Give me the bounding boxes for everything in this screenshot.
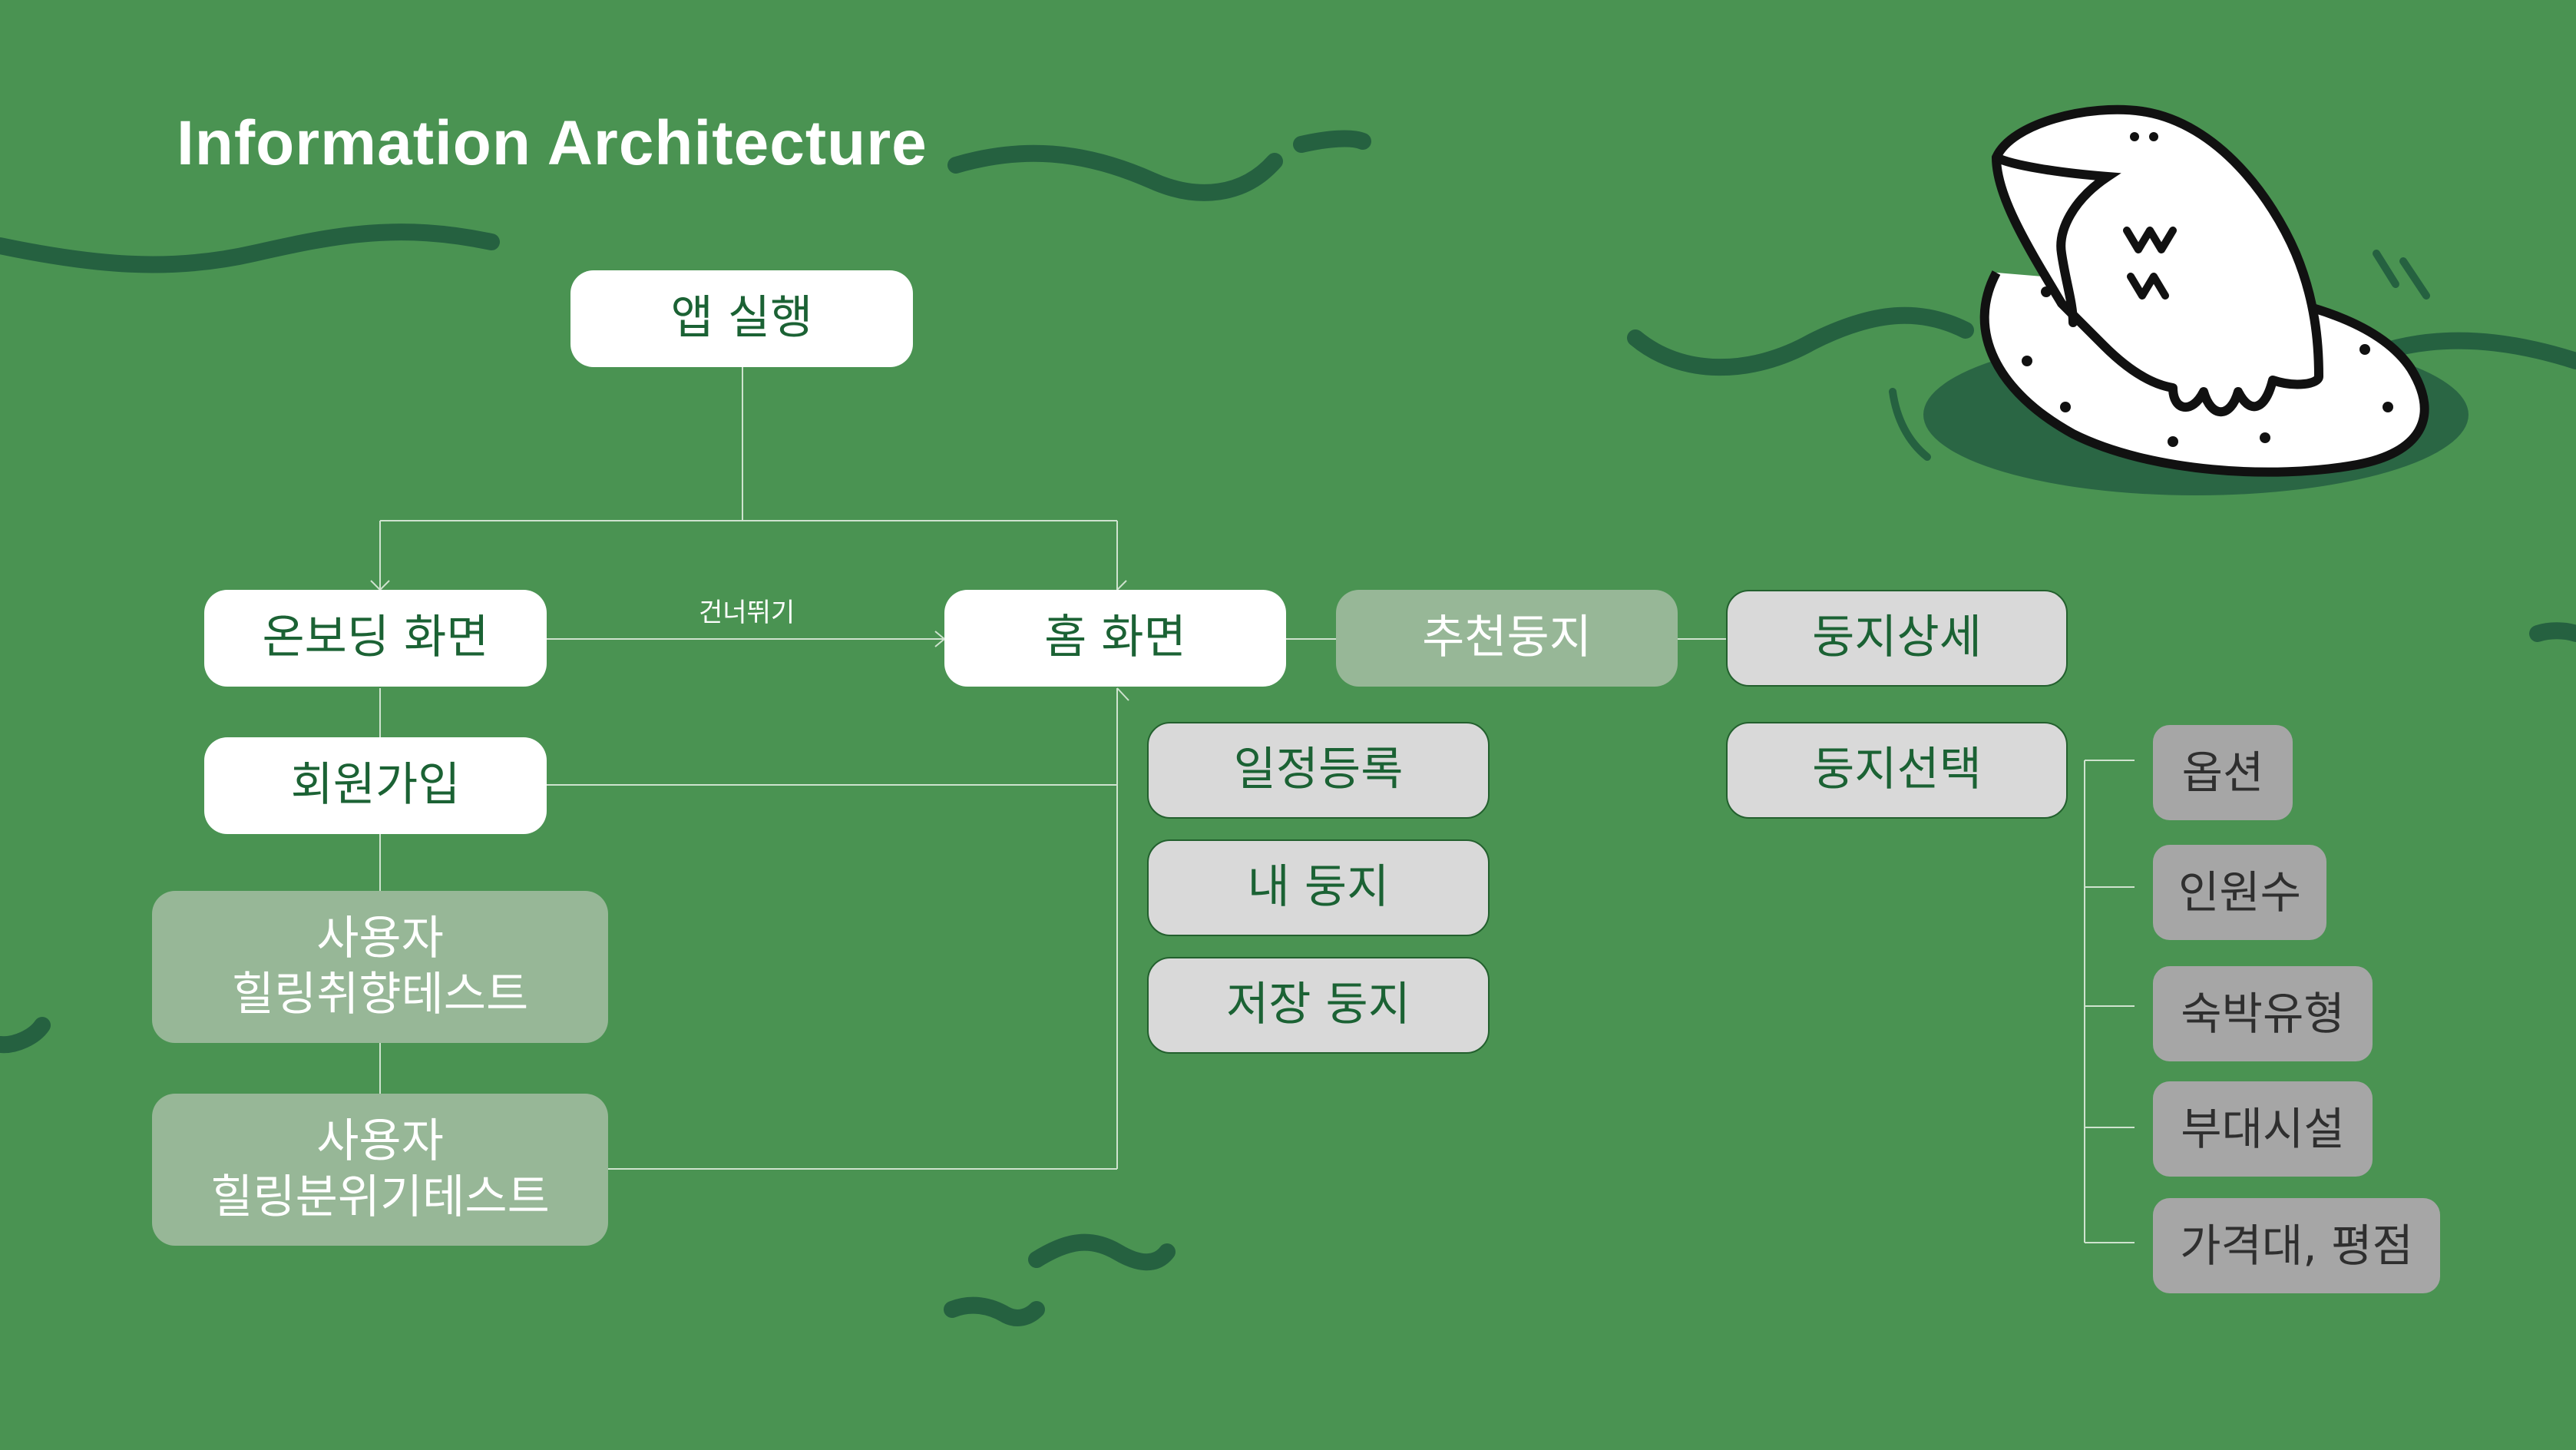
- node-option: 옵션: [2153, 725, 2293, 820]
- node-my-nest: 내 둥지: [1147, 839, 1490, 936]
- node-app-launch: 앱 실행: [570, 270, 913, 367]
- node-label: 숙박유형: [2181, 987, 2345, 1040]
- wave-squiggle: [944, 1296, 1045, 1326]
- node-label: 인원수: [2178, 866, 2302, 919]
- motion-line: [2399, 257, 2430, 300]
- wave-squiggle: [1627, 306, 1974, 376]
- wave-squiggle: [947, 144, 1283, 201]
- node-label: 홈 화면: [1044, 611, 1186, 665]
- node-label: 둥지상세: [1812, 611, 1982, 665]
- node-option: 부대시설: [2153, 1081, 2373, 1177]
- diagram-title: Information Architecture: [177, 108, 928, 178]
- node-taste-test: 사용자 힐링취향테스트: [152, 891, 608, 1043]
- node-label: 추천둥지: [1422, 611, 1592, 665]
- node-nest-detail: 둥지상세: [1726, 590, 2068, 687]
- bird-nest-icon: [1923, 104, 2469, 495]
- motion-line: [2373, 250, 2399, 288]
- node-saved-nest: 저장 둥지: [1147, 957, 1490, 1054]
- node-label: 부대시설: [2181, 1102, 2345, 1155]
- wave-squiggle: [1889, 388, 1931, 461]
- node-mood-test: 사용자 힐링분위기테스트: [152, 1094, 608, 1246]
- node-schedule: 일정등록: [1147, 722, 1490, 819]
- node-label-line: 힐링분위기테스트: [210, 1170, 550, 1224]
- node-label: 둥지선택: [1812, 743, 1982, 797]
- node-option: 인원수: [2153, 845, 2326, 940]
- node-home: 홈 화면: [944, 590, 1286, 687]
- node-label: 내 둥지: [1247, 860, 1390, 915]
- skip-edge-label: 건너뛰기: [699, 598, 795, 628]
- node-label-line: 사용자: [316, 911, 444, 965]
- node-onboarding: 온보딩 화면: [204, 590, 547, 687]
- node-option: 가격대, 평점: [2153, 1198, 2440, 1293]
- node-label: 옵션: [2181, 746, 2264, 799]
- wave-squiggle: [0, 1017, 51, 1054]
- node-label: 온보딩 화면: [262, 611, 489, 665]
- node-label: 앱 실행: [670, 291, 813, 346]
- node-nest-select: 둥지선택: [1726, 722, 2068, 819]
- node-label-line: 사용자: [316, 1114, 444, 1168]
- node-label: 일정등록: [1233, 743, 1404, 797]
- node-label: 회원가입: [290, 758, 461, 813]
- node-label: 저장 둥지: [1226, 978, 1410, 1032]
- connector-lines: [370, 366, 2135, 1243]
- wave-squiggle: [0, 223, 500, 273]
- node-option: 숙박유형: [2153, 966, 2373, 1061]
- wave-squiggle: [2529, 622, 2576, 642]
- wave-squiggle: [1293, 130, 1371, 153]
- node-label-line: 힐링취향테스트: [231, 968, 529, 1021]
- node-label: 가격대, 평점: [2180, 1219, 2413, 1272]
- node-signup: 회원가입: [204, 737, 547, 834]
- node-recommended-nest: 추천둥지: [1336, 590, 1678, 687]
- wave-squiggle: [1028, 1233, 1176, 1271]
